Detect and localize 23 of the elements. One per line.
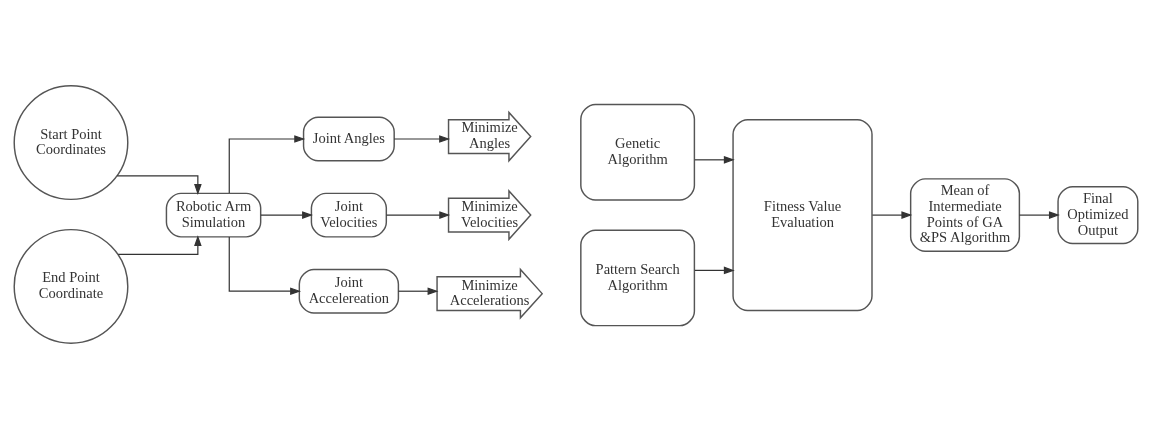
node-box: Genetic Algorithm [580,103,696,201]
node-box: Pattern Search Algorithm [580,229,696,326]
node-circle: End Point Coordinate [13,228,129,344]
arrow [260,210,313,219]
arrow [694,266,735,274]
arrow [397,286,439,295]
arrow [228,134,306,194]
arrow [1018,210,1060,219]
node-box: Joint Velocities [310,192,388,238]
arrow [694,155,735,164]
arrow [228,236,302,295]
node-box: Fitness Value Evaluation [732,118,873,311]
node-box: Mean of Intermediate Points of GA &PS Algorithm [909,177,1021,252]
arrow [393,134,451,143]
node-box: Joint Angles [302,116,395,161]
node-box: Robotic Arm Simulation [165,192,262,238]
arrow [116,174,202,195]
node-box: Joint Accelereation [298,268,400,314]
arrow [871,210,913,219]
node-circle: Start Point Coordinates [13,84,129,200]
arrow [386,210,451,219]
arrow [117,234,202,255]
node-box: Final Optimized Output [1057,185,1139,244]
